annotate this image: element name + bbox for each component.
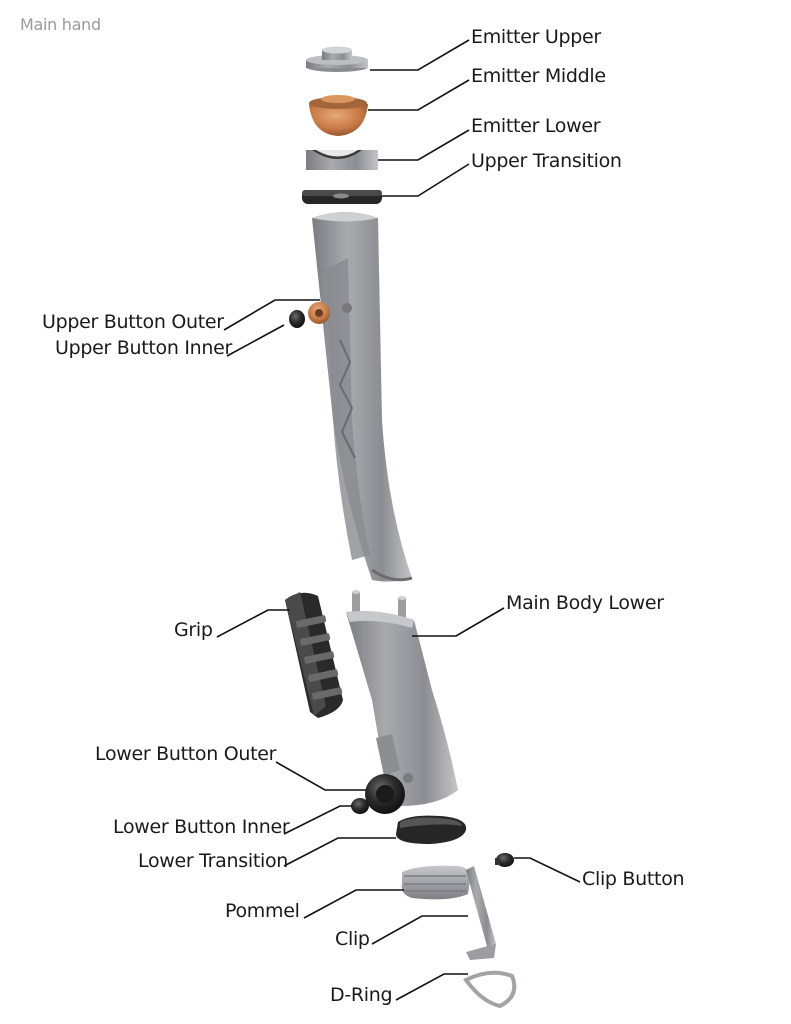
leader-lower-button-inner	[283, 805, 352, 835]
label-clip: Clip	[335, 928, 370, 950]
diagram-title: Main hand	[20, 15, 101, 34]
leader-pommel	[303, 889, 404, 919]
label-lower-button-inner: Lower Button Inner	[113, 816, 290, 838]
d-ring-part	[462, 970, 517, 1009]
leader-upper-transition	[382, 163, 470, 197]
label-clip-button: Clip Button	[582, 868, 685, 890]
label-d-ring: D-Ring	[330, 984, 393, 1006]
leader-emitter-upper	[370, 39, 470, 71]
lower-button-outer-part	[365, 774, 405, 814]
emitter-upper-part	[306, 46, 368, 72]
leader-upper-button-outer	[223, 299, 320, 331]
upper-button-inner-part	[289, 310, 305, 328]
pommel-part	[401, 865, 471, 900]
lower-button-inner-part	[351, 798, 369, 814]
grip-part	[285, 592, 343, 718]
leader-clip-button	[514, 857, 581, 883]
emitter-lower-part	[306, 150, 378, 170]
label-pommel: Pommel	[225, 900, 300, 922]
label-upper-button-inner: Upper Button Inner	[55, 337, 233, 359]
label-lower-transition: Lower Transition	[138, 850, 289, 872]
label-upper-transition: Upper Transition	[471, 150, 622, 172]
leader-d-ring	[395, 973, 468, 1001]
main-body-lower-part	[346, 590, 458, 806]
main-body-upper-part	[312, 212, 413, 582]
lower-transition-part	[396, 815, 467, 844]
emitter-middle-part	[309, 95, 368, 136]
upper-button-outer-part	[308, 302, 330, 324]
label-emitter-upper: Emitter Upper	[471, 26, 601, 48]
leader-main-body-lower	[412, 607, 505, 637]
leader-clip	[371, 915, 468, 945]
leader-upper-button-inner	[226, 324, 285, 357]
leader-emitter-lower	[378, 129, 470, 161]
label-upper-button-outer: Upper Button Outer	[42, 311, 224, 333]
leader-lower-transition	[283, 837, 396, 867]
upper-transition-part	[302, 190, 382, 204]
leader-grip	[216, 609, 290, 638]
leader-lower-button-outer	[275, 761, 366, 791]
leader-emitter-middle	[368, 79, 470, 111]
label-emitter-middle: Emitter Middle	[471, 65, 606, 87]
label-lower-button-outer: Lower Button Outer	[95, 743, 277, 765]
clip-button-part	[495, 853, 514, 867]
leader-lines	[216, 39, 581, 1001]
label-main-body-lower: Main Body Lower	[506, 592, 664, 614]
label-grip: Grip	[174, 619, 213, 641]
label-emitter-lower: Emitter Lower	[471, 115, 601, 137]
clip-part	[466, 866, 496, 960]
